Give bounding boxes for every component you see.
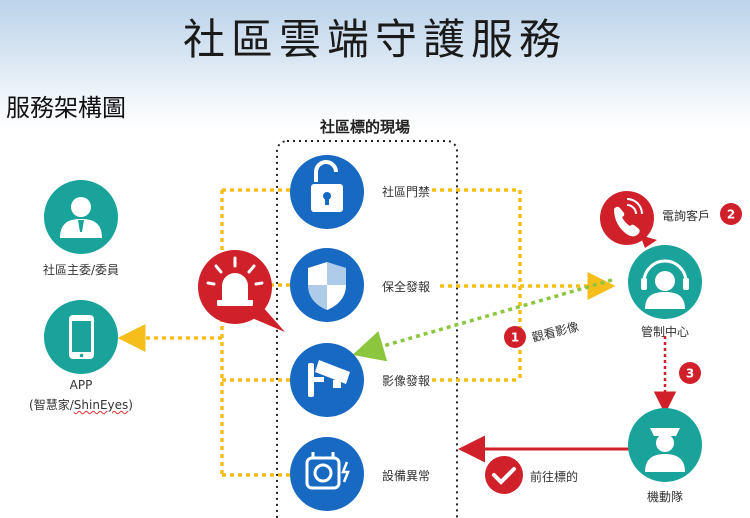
dispatch-label: 前往標的 xyxy=(530,470,579,484)
sky-background xyxy=(0,0,750,130)
committee-node xyxy=(44,180,118,254)
service-label-security: 保全發報 xyxy=(382,280,431,294)
step-badge-2: 2 xyxy=(720,203,742,225)
phone-icon xyxy=(614,198,643,237)
service-equipment xyxy=(290,437,364,511)
mobile-team-label: 機動隊 xyxy=(646,490,683,504)
control-center-node xyxy=(628,245,702,319)
control-center-label: 管制中心 xyxy=(640,325,689,339)
green-view-arrow xyxy=(352,278,613,362)
svg-text:1: 1 xyxy=(511,331,519,345)
service-label-access: 社區門禁 xyxy=(382,185,431,199)
step-badge-1: 1 xyxy=(504,326,526,348)
phone-call-badge xyxy=(600,191,657,248)
service-label-equipment: 設備異常 xyxy=(382,469,431,483)
smartphone-icon xyxy=(69,315,94,359)
svg-text:2: 2 xyxy=(727,208,735,222)
site-label: 社區標的現場 xyxy=(319,118,410,136)
equipment-icon xyxy=(305,452,350,490)
app-sublabel: (智慧家/ShinEyes) xyxy=(29,398,133,412)
service-unlock xyxy=(290,155,364,229)
yellow-connectors-right xyxy=(432,188,616,382)
shield-icon xyxy=(308,262,346,310)
svg-text:3: 3 xyxy=(686,367,694,381)
page-title: 社區雲端守護服務 xyxy=(182,15,567,64)
app-label: APP xyxy=(69,378,93,392)
service-camera xyxy=(290,343,364,417)
check-icon xyxy=(492,467,516,485)
yellow-connectors-left xyxy=(117,188,290,477)
service-label-video: 影像發報 xyxy=(382,374,431,388)
site-frame xyxy=(276,140,458,518)
service-shield xyxy=(290,248,364,322)
step-label-call-customer: 電詢客戶 xyxy=(662,209,711,223)
arrive-check-badge xyxy=(485,456,523,494)
step-badge-3: 3 xyxy=(679,362,701,384)
person-icon xyxy=(60,197,102,238)
mobile-team-node xyxy=(628,408,702,482)
operator-headset-icon xyxy=(641,259,689,309)
security-guard-icon xyxy=(645,428,685,472)
alarm-node xyxy=(198,250,285,332)
page-subtitle: 服務架構圖 xyxy=(6,94,126,122)
alarm-siren-icon xyxy=(206,256,264,306)
committee-label: 社區主委/委員 xyxy=(42,263,120,277)
cctv-camera-icon xyxy=(308,360,350,397)
app-node xyxy=(44,300,118,374)
unlock-icon xyxy=(314,160,338,182)
